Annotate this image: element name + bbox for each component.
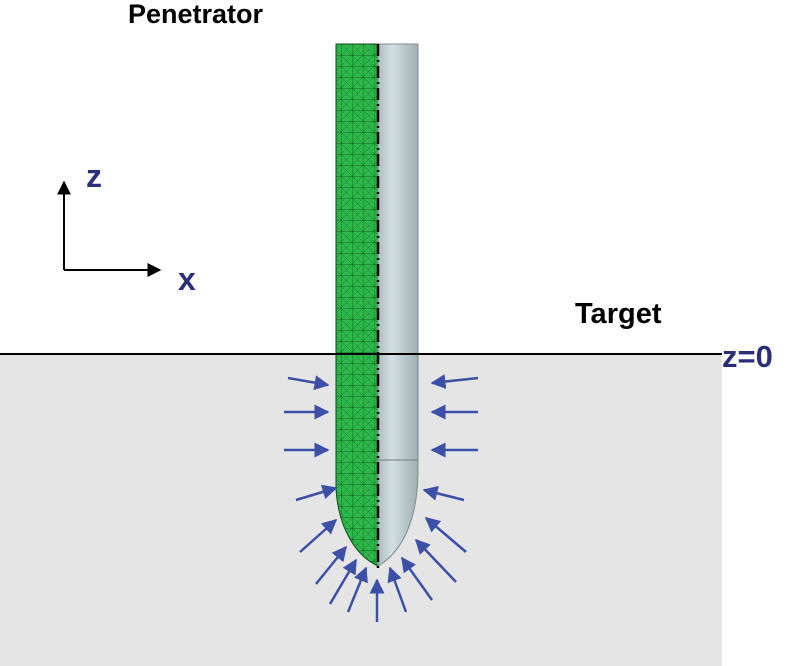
pressure-arrow [414, 538, 457, 583]
surface-label: z=0 [722, 339, 773, 374]
pressure-arrow [287, 375, 330, 391]
pressure-arrows [284, 374, 479, 622]
pressure-arrow [346, 566, 368, 613]
pressure-arrow [422, 485, 465, 502]
pressure-arrow [424, 517, 467, 553]
z-axis-label: z [86, 158, 102, 194]
target-label: Target [575, 298, 662, 330]
pressure-arrow [400, 556, 434, 601]
coordinate-axes [57, 180, 162, 277]
pressure-arrow [295, 484, 338, 502]
x-axis-label: x [178, 261, 196, 297]
pressure-arrow [328, 558, 358, 605]
pressure-arrow [299, 519, 338, 553]
penetrator-mesh-half [335, 43, 379, 567]
pressure-arrow [430, 374, 479, 389]
pressure-arrow [315, 545, 347, 585]
penetrator-solid-half [377, 43, 419, 567]
pressure-arrow [387, 566, 408, 613]
penetrator-label: Penetrator [128, 0, 264, 29]
